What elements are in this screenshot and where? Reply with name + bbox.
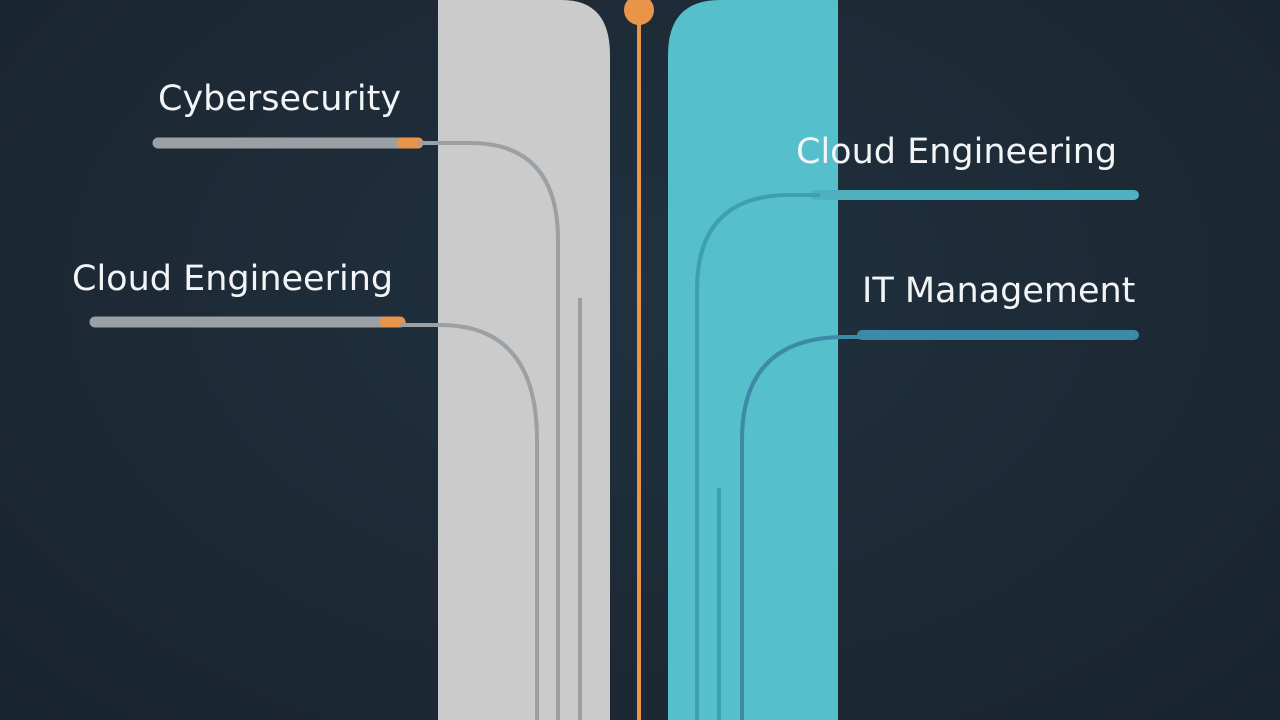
connector-curve-cloud-engineering-left [400, 323, 539, 720]
connector-curve-cloud-engineering-right [695, 193, 820, 720]
left-column [438, 0, 610, 720]
connector-curve-cybersecurity [418, 141, 560, 720]
right-column [668, 0, 838, 720]
label-cloud-engineering-right: Cloud Engineering [796, 132, 1118, 172]
label-cybersecurity: Cybersecurity [158, 79, 402, 119]
center-node [624, 0, 654, 25]
label-cloud-engineering-left: Cloud Engineering [72, 259, 394, 299]
connector-curve-it-management [740, 335, 866, 720]
label-it-management: IT Management [862, 271, 1136, 311]
